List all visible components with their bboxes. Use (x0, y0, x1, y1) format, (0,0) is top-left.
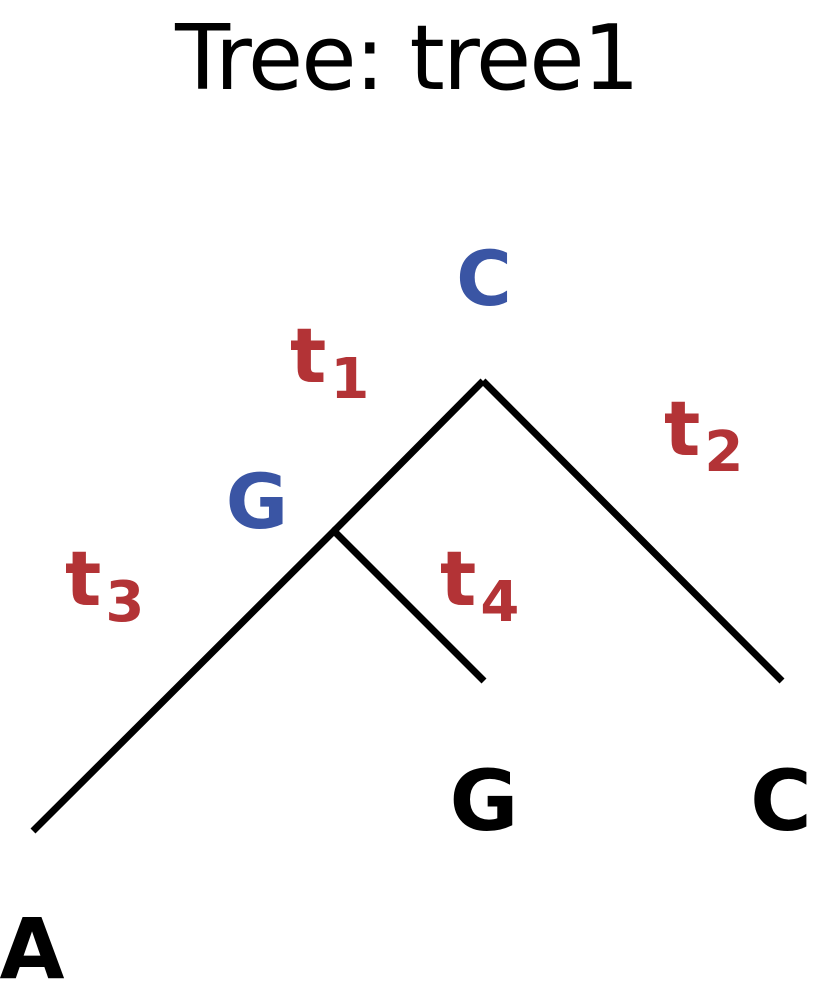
branch-inner-to-leaf-a (30, 526, 339, 834)
branch-length-t3: t3 (65, 534, 144, 635)
branch-root-to-leaf-c (480, 378, 785, 684)
branch-length-t3-base: t (65, 534, 101, 623)
branch-length-t3-sub: 3 (105, 570, 144, 635)
branch-length-t2-sub: 2 (704, 420, 743, 485)
leaf-a-label: A (0, 900, 65, 998)
branch-inner-to-leaf-g (331, 528, 487, 684)
internal-node-root-label: C (456, 234, 512, 323)
tree-branches (30, 378, 785, 834)
leaf-c-label: C (750, 752, 812, 850)
branch-length-t2-base: t (664, 384, 700, 473)
branch-length-t1-sub: 1 (330, 347, 369, 412)
branch-length-t4-base: t (440, 534, 476, 623)
branch-length-t4: t4 (440, 534, 519, 635)
internal-node-inner-label: G (226, 457, 288, 546)
branch-length-t4-sub: 4 (480, 570, 519, 635)
branch-length-t1: t1 (290, 311, 369, 412)
branch-length-t2: t2 (664, 384, 743, 485)
branch-length-t1-base: t (290, 311, 326, 400)
leaf-g-label: G (450, 752, 519, 850)
diagram-title: Tree: tree1 (175, 6, 640, 111)
branch-root-to-inner (331, 378, 486, 534)
